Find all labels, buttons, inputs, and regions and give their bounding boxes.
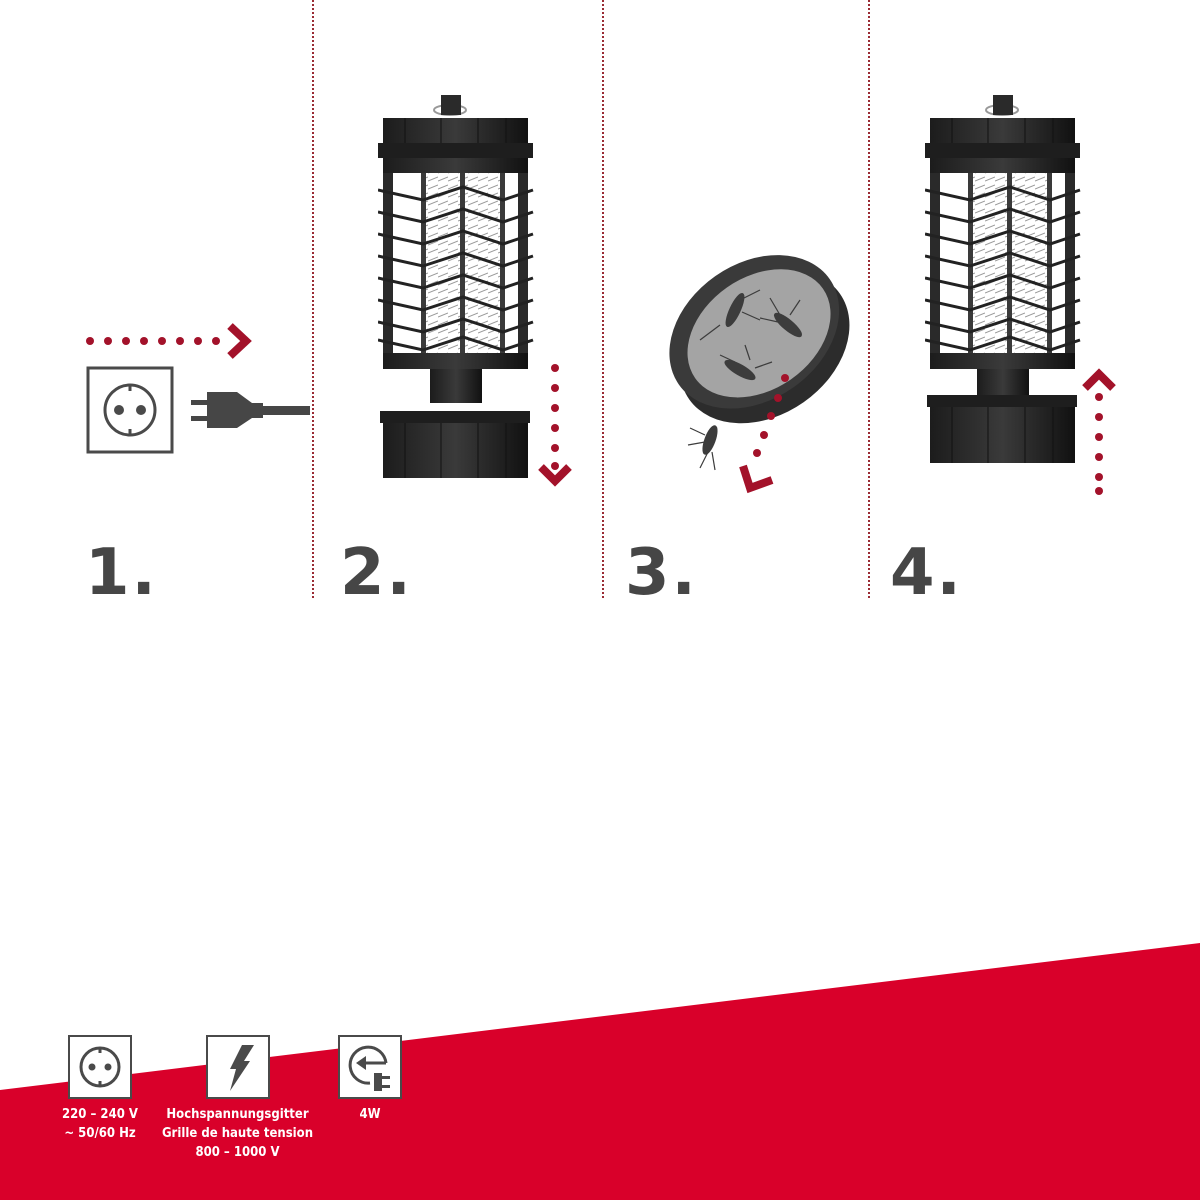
arrow-right-icon [86,323,252,359]
step-divider [602,0,604,598]
step-divider [312,0,314,598]
arrow-down-left-icon [739,374,789,494]
mosquito-icon [699,289,803,381]
mosquito-icon [687,425,718,471]
spec-grid-fr: Grille de haute tension [161,1126,314,1141]
step-number: 2. [340,536,413,610]
step-3-illustration [660,230,870,500]
spec-voltage: 220 – 240 V ~ 50/60 Hz [52,1035,148,1143]
arrow-up-icon [1082,368,1116,495]
lightning-icon [205,1035,270,1099]
spec-voltage-line: 220 – 240 V [62,1107,138,1122]
spec-power: 4W [330,1035,410,1124]
wall-socket-icon [86,366,174,454]
spec-frequency-line: ~ 50/60 Hz [64,1126,136,1141]
power-consumption-icon [338,1035,402,1099]
arrow-down-icon [538,364,572,487]
spec-power-value: 4W [359,1107,381,1122]
step-number: 3. [625,536,698,610]
spec-grid-de: Hochspannungsgitter [166,1107,309,1122]
bug-zapper-device [378,95,534,478]
collection-tray-icon [669,255,850,424]
step-number: 4. [890,536,963,610]
socket-icon [68,1035,132,1099]
spec-high-voltage-grid: Hochspannungsgitter Grille de haute tens… [150,1035,325,1162]
plug-icon [191,392,310,428]
step-number: 1. [85,536,158,610]
step-divider [868,0,870,598]
bug-zapper-device [925,95,1081,463]
step-1-illustration [80,310,320,460]
spec-grid-voltage: 800 – 1000 V [195,1145,280,1160]
step-2-illustration [378,95,588,495]
step-4-illustration [925,95,1125,495]
